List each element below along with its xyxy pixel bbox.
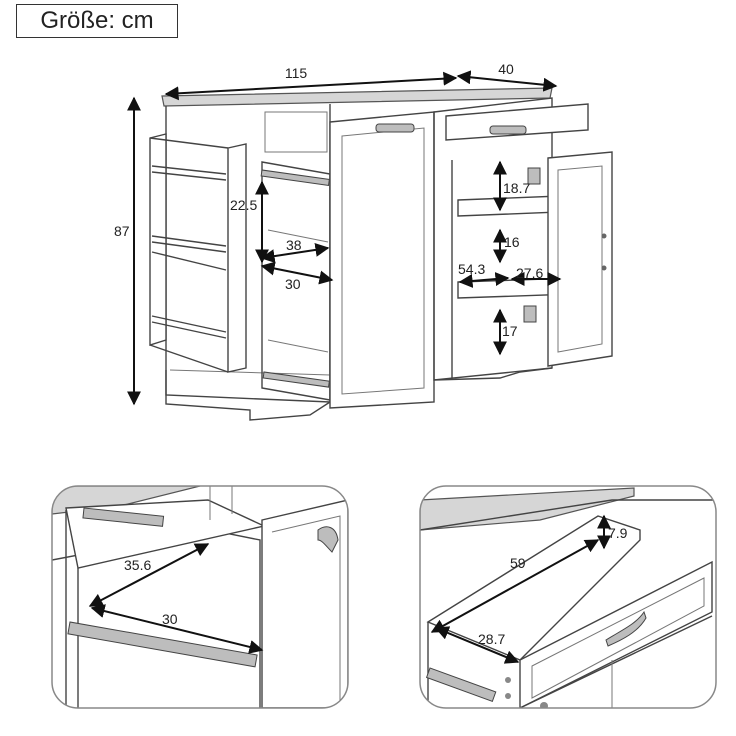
size-unit-label: Größe: cm [16,4,178,38]
drawer-width-label: 30 [285,276,301,292]
depth-label: 40 [498,61,514,77]
kitchen-island-drawing [149,87,613,421]
cabinet-shelf-upper [457,195,561,217]
pull-out-front-panel [329,111,435,409]
shelf-spacing-label: 22.5 [230,197,257,213]
width-label: 115 [285,65,308,81]
main-dimension-lines: 115 40 87 22.5 38 30 18.7 16 54.3 27.6 1… [114,61,562,406]
height-label: 87 [114,223,130,239]
detail-right-width-label: 28.7 [478,631,505,647]
detail-countertop [420,487,635,531]
top-drawer-handle [489,125,527,135]
drawer-handle [317,526,339,553]
hinge-upper [527,167,541,185]
cabinet-shelf-depth-label: 27.6 [516,265,543,281]
depth-arrow [456,70,558,92]
drawer-front-handle [605,610,647,647]
drawer-depth-label: 38 [286,237,302,253]
cabinet-shelf-width-label: 54.3 [458,261,485,277]
spice-rack [149,133,247,373]
detail-left-depth-label: 35.6 [124,557,151,573]
pull-out-handle [375,123,415,133]
detail-right-width-arrow [434,626,520,664]
drawer-slide [425,667,497,702]
drawer-slide-upper [82,507,165,527]
width-arrow [164,71,458,101]
drawer-slide-lower [67,621,258,668]
cabinet-door [547,151,613,367]
detail-left-width-arrow [90,604,264,654]
detail-panel-right: 7.9 59 28.7 [419,485,717,709]
detail-right-height-label: 7.9 [608,525,628,541]
detail-left-depth-arrow [88,543,210,607]
drawer-width-arrow [260,261,334,285]
hinge-lower [523,305,537,323]
cabinet-middle-label: 16 [504,234,520,250]
detail-right-length-label: 59 [510,555,526,571]
top-drawer-front [445,103,589,141]
drawer-depth-arrow [260,242,330,264]
detail-left-width-label: 30 [162,611,178,627]
detail-panel-left: 35.6 30 [51,485,349,709]
cabinet-lower-label: 17 [502,323,518,339]
detail-right-length-arrow [430,539,600,633]
cabinet-shelf-width-arrow [458,272,510,288]
cabinet-upper-label: 18.7 [503,180,530,196]
